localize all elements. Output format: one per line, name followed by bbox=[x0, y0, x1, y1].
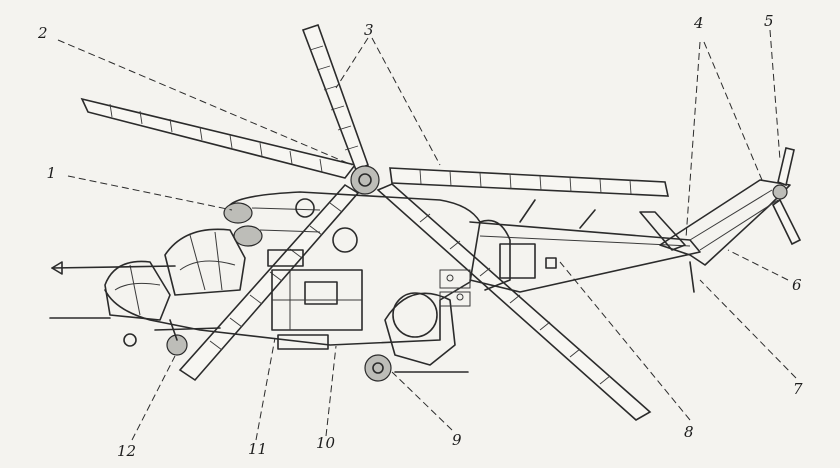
leader-7 bbox=[699, 279, 797, 379]
callout-3: 3 bbox=[364, 21, 374, 39]
tail-rotor-hub bbox=[772, 184, 788, 200]
leader-1 bbox=[67, 175, 233, 211]
fuel-tank bbox=[499, 243, 536, 279]
engine-cowling bbox=[104, 191, 481, 346]
leader-3a bbox=[335, 37, 369, 89]
rotor-hub-center bbox=[358, 173, 372, 187]
callout-9: 9 bbox=[452, 431, 462, 449]
leader-4b bbox=[703, 41, 763, 181]
tail-rotor-blade-up bbox=[777, 147, 795, 187]
rotor-blade-up bbox=[301, 23, 370, 172]
rotor-blade-down-right bbox=[376, 183, 652, 421]
rotor-hub bbox=[350, 165, 380, 195]
tail-section bbox=[469, 147, 802, 293]
engine-intake-lower bbox=[233, 225, 263, 247]
canopy-frames bbox=[114, 231, 236, 316]
leader-10 bbox=[325, 345, 337, 437]
leader-12 bbox=[131, 355, 176, 441]
callout-10: 10 bbox=[316, 434, 336, 452]
callout-2: 2 bbox=[37, 24, 48, 42]
callout-5: 5 bbox=[764, 12, 774, 30]
callout-labels: 1 2 3 4 5 6 7 8 9 10 11 12 bbox=[37, 12, 803, 460]
tail-fin bbox=[659, 179, 791, 266]
callout-6: 6 bbox=[792, 276, 802, 294]
callout-4: 4 bbox=[693, 14, 704, 32]
callout-8: 8 bbox=[684, 423, 694, 441]
rotor-blade-left bbox=[80, 97, 357, 179]
cockpit-canopy-rear bbox=[164, 228, 246, 296]
pitot-probe bbox=[51, 265, 176, 269]
rotor-blade-hatching bbox=[109, 45, 632, 385]
nose-wheel bbox=[166, 334, 188, 356]
leader-6 bbox=[727, 249, 789, 281]
callout-12: 12 bbox=[117, 442, 136, 460]
cockpit-canopy-front bbox=[104, 260, 171, 321]
rotor-blade-right bbox=[389, 167, 669, 197]
leader-4a bbox=[685, 41, 701, 239]
horizontal-stabilizer bbox=[639, 211, 686, 251]
leader-11 bbox=[255, 337, 276, 441]
main-rotor bbox=[80, 23, 669, 421]
leader-lines bbox=[57, 29, 797, 441]
leader-9 bbox=[391, 371, 453, 431]
leader-5 bbox=[769, 29, 781, 161]
callout-1: 1 bbox=[46, 164, 56, 182]
equipment-bay bbox=[439, 269, 471, 307]
cabin-step bbox=[277, 334, 329, 350]
leader-3b bbox=[371, 37, 441, 166]
callout-7: 7 bbox=[793, 380, 803, 398]
leader-2 bbox=[57, 39, 353, 166]
fuselage bbox=[49, 191, 557, 382]
callout-11: 11 bbox=[248, 440, 267, 458]
tail-rotor-blade-down bbox=[771, 198, 802, 246]
main-wheel bbox=[364, 354, 392, 382]
leader-8 bbox=[559, 261, 691, 421]
engine-intake-upper bbox=[223, 202, 253, 224]
tail-boom bbox=[469, 221, 701, 293]
rotor-blade-down-left bbox=[178, 183, 360, 382]
